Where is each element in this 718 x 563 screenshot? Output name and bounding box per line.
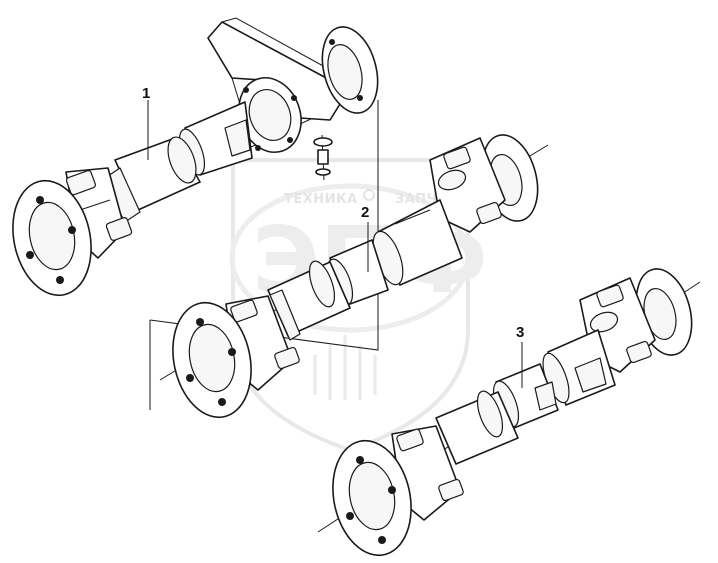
watermark-left-word: ТЕХНИКА: [284, 192, 358, 207]
shaft-2-front-flange: [172, 301, 252, 419]
shaft-2-front-tube: [267, 260, 351, 341]
shaft-2-rear-tube: [372, 199, 463, 286]
shaft-3-spline: [492, 363, 559, 429]
callout-3: 3: [516, 324, 524, 388]
watermark-gear-icon: [363, 189, 375, 201]
callout-1: 1: [142, 85, 150, 160]
callout-2-label: 2: [361, 204, 369, 221]
shaft-1-bolt: [313, 134, 333, 181]
shaft-1-rear-flange: [321, 26, 379, 114]
shaft-3-front-tube: [435, 390, 519, 465]
shaft-1-front-flange: [12, 179, 92, 297]
shaft-2-assembly: [159, 134, 549, 419]
shaft-3-assembly: [317, 268, 701, 557]
watermark-ellipse: [229, 183, 471, 333]
shaft-3-rear-tube: [542, 329, 616, 406]
shaft-1-support-bracket: [207, 17, 346, 153]
callout-3-label: 3: [516, 324, 524, 341]
shaft-3-front-flange: [332, 439, 412, 557]
shaft-1-assembly: [12, 17, 379, 297]
callout-2: 2: [361, 204, 369, 272]
callout-1-label: 1: [142, 85, 150, 102]
watermark-wheat-icon: [313, 335, 377, 400]
shaft-2-rear-universal-joint: [429, 137, 506, 233]
